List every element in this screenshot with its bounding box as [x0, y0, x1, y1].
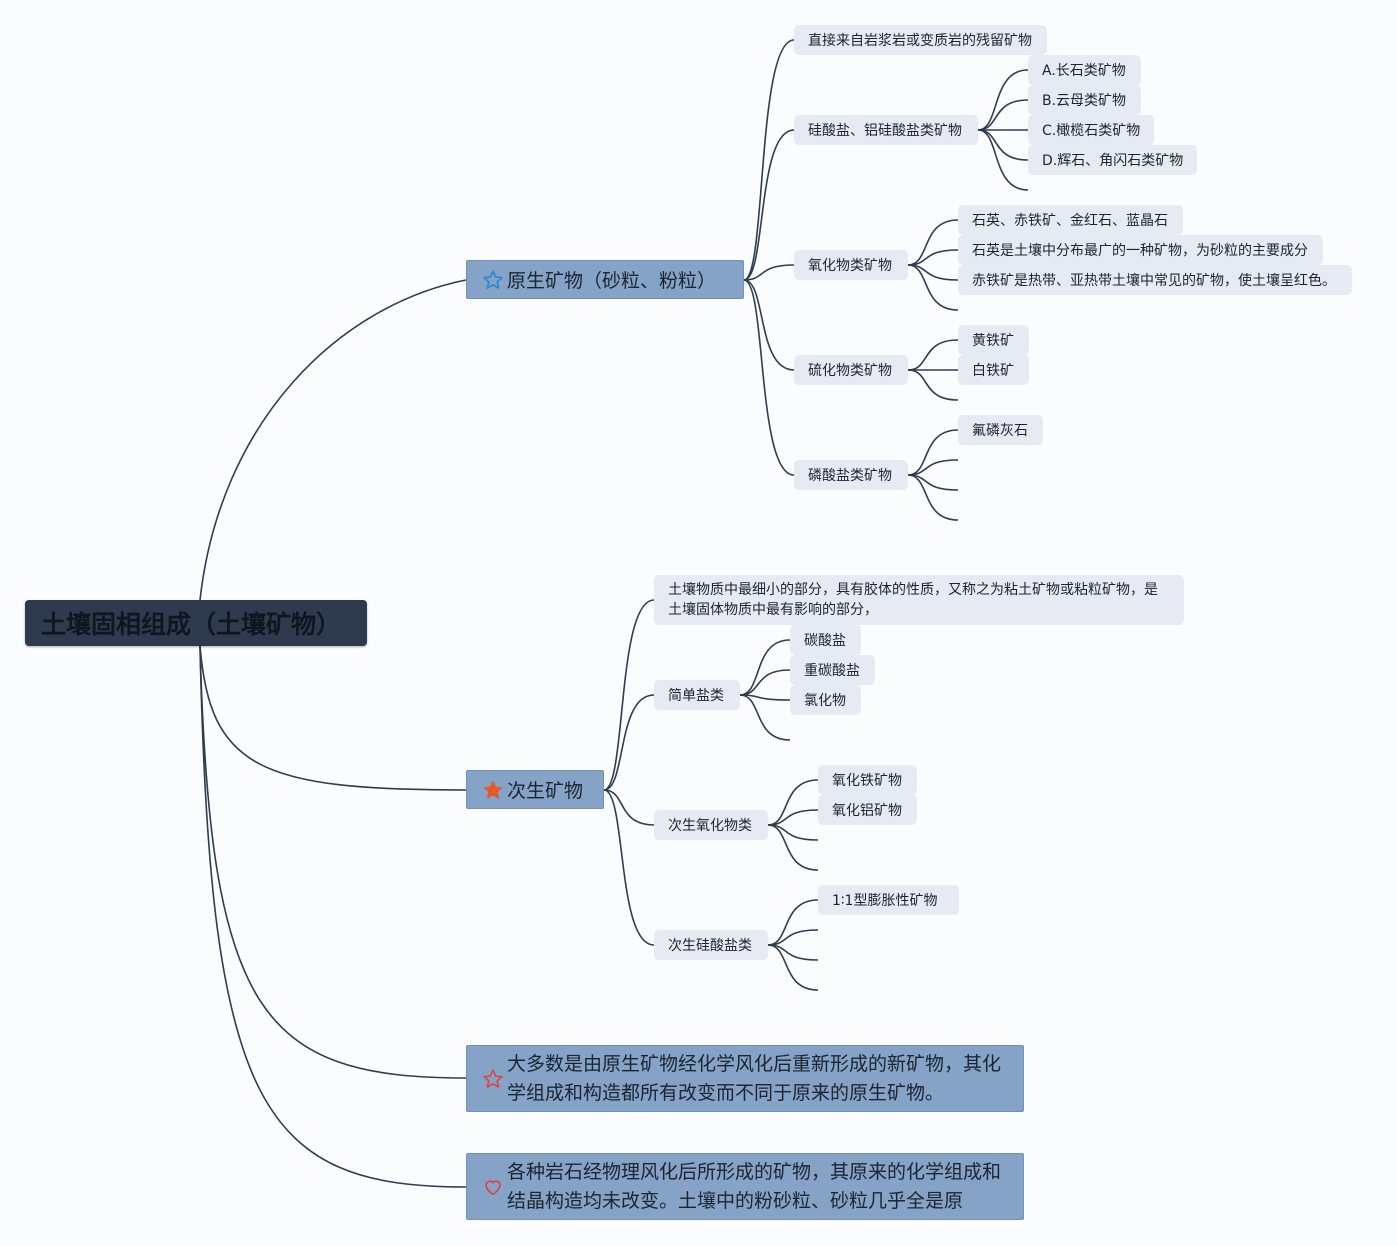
- leaf-hematite-note[interactable]: 赤铁矿是热带、亚热带土壤中常见的矿物，使土壤呈红色。: [958, 265, 1352, 295]
- leaf-carbonate[interactable]: 碳酸盐: [790, 625, 861, 655]
- subtopic-label: 氧化物类矿物: [808, 258, 892, 274]
- star-outline-icon: [483, 269, 503, 289]
- subtopic-label: 次生硅酸盐类: [668, 938, 752, 954]
- star-outline-red-icon: [483, 1069, 503, 1088]
- connector-line: [977, 99, 1029, 131]
- leaf-label: 黄铁矿: [972, 333, 1014, 349]
- subtopic-label: 土壤物质中最细小的部分，具有胶体的性质，又称之为粘土矿物或粘粒矿物，是土壤固体物…: [668, 582, 1158, 618]
- connector-line: [743, 264, 795, 281]
- connector-line: [977, 129, 1029, 191]
- subtopic-oxides[interactable]: 氧化物类矿物: [794, 250, 908, 280]
- topic-secondary-label: 次生矿物: [507, 780, 584, 802]
- topic-primary-minerals[interactable]: 原生矿物（砂粒、粉粒）: [466, 260, 744, 299]
- connector-line: [603, 789, 655, 826]
- leaf-label: 氧化铁矿物: [832, 773, 902, 789]
- subtopic-secondary-silicates[interactable]: 次生硅酸盐类: [654, 930, 768, 960]
- subtopic-label: 次生氧化物类: [668, 818, 752, 834]
- subtopic-label: 磷酸盐类矿物: [808, 468, 892, 484]
- connector-line: [199, 645, 467, 1188]
- leaf-label: B.云母类矿物: [1042, 93, 1127, 109]
- note-primary-label: 各种岩石经物理风化后所形成的矿物，其原来的化学组成和结晶构造均未改变。土壤中的粉…: [507, 1160, 1002, 1212]
- subtopic-label: 直接来自岩浆岩或变质岩的残留矿物: [808, 33, 1032, 49]
- connector-line: [739, 694, 791, 701]
- leaf-quartz-note[interactable]: 石英是土壤中分布最广的一种矿物，为砂粒的主要成分: [958, 235, 1323, 265]
- connector-line: [767, 824, 819, 871]
- connector-line: [907, 339, 959, 371]
- subtopic-secondary-oxides[interactable]: 次生氧化物类: [654, 810, 768, 840]
- connector-line: [977, 129, 1029, 161]
- leaf-aluminum-oxide[interactable]: 氧化铝矿物: [818, 795, 917, 825]
- leaf-mica[interactable]: B.云母类矿物: [1028, 85, 1141, 115]
- leaf-pyroxene[interactable]: D.辉石、角闪石类矿物: [1028, 145, 1197, 175]
- root-topic-label: 土壤固相组成（土壤矿物）: [41, 610, 342, 639]
- leaf-label: C.橄榄石类矿物: [1042, 123, 1141, 139]
- subtopic-label: 简单盐类: [668, 688, 724, 704]
- leaf-chloride[interactable]: 氯化物: [790, 685, 861, 715]
- subtopic-sulfides[interactable]: 硫化物类矿物: [794, 355, 908, 385]
- leaf-label: 重碳酸盐: [804, 663, 860, 679]
- leaf-feldspar[interactable]: A.长石类矿物: [1028, 55, 1141, 85]
- connector-line: [739, 669, 791, 696]
- connector-line: [603, 789, 655, 946]
- heart-outline-icon: [485, 1179, 501, 1195]
- subtopic-simple-salts[interactable]: 简单盐类: [654, 680, 740, 710]
- root-topic[interactable]: 土壤固相组成（土壤矿物）: [25, 600, 367, 646]
- topic-primary-label: 原生矿物（砂粒、粉粒）: [507, 270, 717, 292]
- connector-line: [907, 474, 959, 521]
- connector-line: [743, 279, 795, 371]
- connector-line: [907, 219, 959, 266]
- leaf-label: 1∶1型膨胀性矿物: [832, 893, 938, 909]
- connector-line: [199, 645, 467, 1079]
- subtopic-clay-description[interactable]: 土壤物质中最细小的部分，具有胶体的性质，又称之为粘土矿物或粘粒矿物，是土壤固体物…: [654, 575, 1184, 625]
- connector-line: [199, 645, 467, 791]
- connector-line: [767, 779, 819, 826]
- leaf-bicarbonate[interactable]: 重碳酸盐: [790, 655, 875, 685]
- connector-line: [767, 944, 819, 991]
- leaf-label: 氯化物: [804, 693, 846, 709]
- leaf-label: 石英是土壤中分布最广的一种矿物，为砂粒的主要成分: [972, 243, 1308, 259]
- leaf-iron-oxide[interactable]: 氧化铁矿物: [818, 765, 917, 795]
- connector-line: [739, 694, 791, 741]
- connector-line: [743, 279, 795, 476]
- leaf-label: 氟磷灰石: [972, 423, 1028, 439]
- connector-line: [603, 599, 655, 791]
- leaf-label: 石英、赤铁矿、金红石、蓝晶石: [972, 213, 1168, 229]
- leaf-quartz-list[interactable]: 石英、赤铁矿、金红石、蓝晶石: [958, 205, 1183, 235]
- leaf-fluorapatite[interactable]: 氟磷灰石: [958, 415, 1043, 445]
- leaf-olivine[interactable]: C.橄榄石类矿物: [1028, 115, 1154, 145]
- subtopic-label: 硫化物类矿物: [808, 363, 892, 379]
- subtopic-residual-minerals[interactable]: 直接来自岩浆岩或变质岩的残留矿物: [794, 25, 1047, 55]
- leaf-label: 白铁矿: [972, 363, 1014, 379]
- leaf-label: D.辉石、角闪石类矿物: [1042, 153, 1184, 169]
- connector-line: [743, 129, 795, 281]
- leaf-label: 氧化铝矿物: [832, 803, 902, 819]
- leaf-label: 碳酸盐: [804, 633, 846, 649]
- subtopic-label: 硅酸盐、铝硅酸盐类矿物: [808, 123, 962, 139]
- star-filled-icon: [483, 780, 503, 799]
- topic-note-secondary[interactable]: 大多数是由原生矿物经化学风化后重新形成的新矿物，其化学组成和构造都所有改变而不同…: [466, 1045, 1024, 1112]
- connector-line: [743, 39, 795, 281]
- leaf-pyrite[interactable]: 黄铁矿: [958, 325, 1029, 355]
- leaf-label: A.长石类矿物: [1042, 63, 1126, 79]
- leaf-label: 赤铁矿是热带、亚热带土壤中常见的矿物，使土壤呈红色。: [972, 273, 1336, 289]
- note-secondary-label: 大多数是由原生矿物经化学风化后重新形成的新矿物，其化学组成和构造都所有改变而不同…: [507, 1052, 1002, 1104]
- subtopic-silicates[interactable]: 硅酸盐、铝硅酸盐类矿物: [794, 115, 978, 145]
- connector-line: [767, 899, 819, 946]
- connector-line: [603, 694, 655, 791]
- topic-note-primary[interactable]: 各种岩石经物理风化后所形成的矿物，其原来的化学组成和结晶构造均未改变。土壤中的粉…: [466, 1153, 1024, 1220]
- connector-line: [739, 639, 791, 696]
- leaf-1to1-mineral[interactable]: 1∶1型膨胀性矿物: [818, 885, 959, 915]
- leaf-marcasite[interactable]: 白铁矿: [958, 355, 1029, 385]
- subtopic-phosphates[interactable]: 磷酸盐类矿物: [794, 460, 908, 490]
- connector-line: [907, 369, 959, 401]
- connector-line: [907, 429, 959, 476]
- connector-line: [907, 264, 959, 311]
- topic-secondary-minerals[interactable]: 次生矿物: [466, 770, 604, 809]
- connector-line: [199, 279, 467, 601]
- connector-line: [977, 69, 1029, 131]
